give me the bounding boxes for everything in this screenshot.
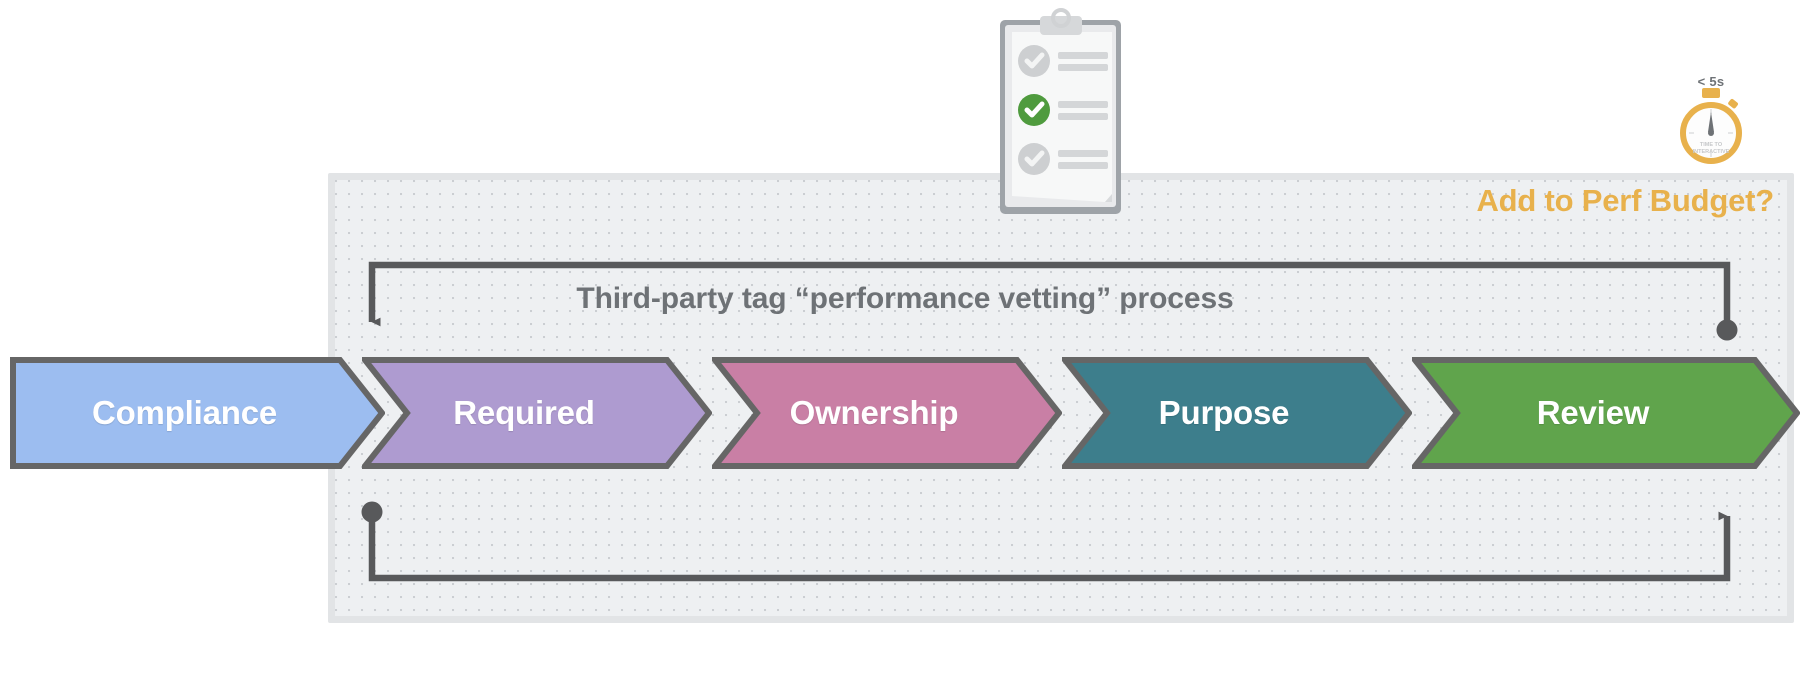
- stage-chevron-required[interactable]: Required: [362, 357, 712, 469]
- stage-chevron-ownership[interactable]: Ownership: [712, 357, 1062, 469]
- stage-label-purpose: Purpose: [1158, 394, 1290, 431]
- page-title: Third-party tag “performance vetting” pr…: [576, 282, 1234, 315]
- stopwatch-value-label: < 5s: [1697, 74, 1725, 89]
- stage-chevron-compliance[interactable]: Compliance: [10, 357, 385, 469]
- process-chevron-band: Compliance Required Ownership Purpose: [0, 357, 1810, 469]
- stopwatch-face-line1: TIME TO: [1700, 142, 1723, 148]
- perf-budget-question: Add to Perf Budget?: [1476, 183, 1774, 218]
- stage-label-review: Review: [1536, 394, 1650, 431]
- clipboard-checklist-icon: [988, 6, 1133, 226]
- stage-label-ownership: Ownership: [789, 394, 959, 431]
- stopwatch-icon: TIME TO INTERACTIVE: [1672, 70, 1750, 170]
- stopwatch-face-line2: INTERACTIVE: [1693, 149, 1730, 155]
- stage-label-compliance: Compliance: [91, 394, 278, 431]
- stage-chevron-purpose[interactable]: Purpose: [1062, 357, 1412, 469]
- stage-label-required: Required: [453, 394, 595, 431]
- stage-chevron-review[interactable]: Review: [1412, 357, 1800, 469]
